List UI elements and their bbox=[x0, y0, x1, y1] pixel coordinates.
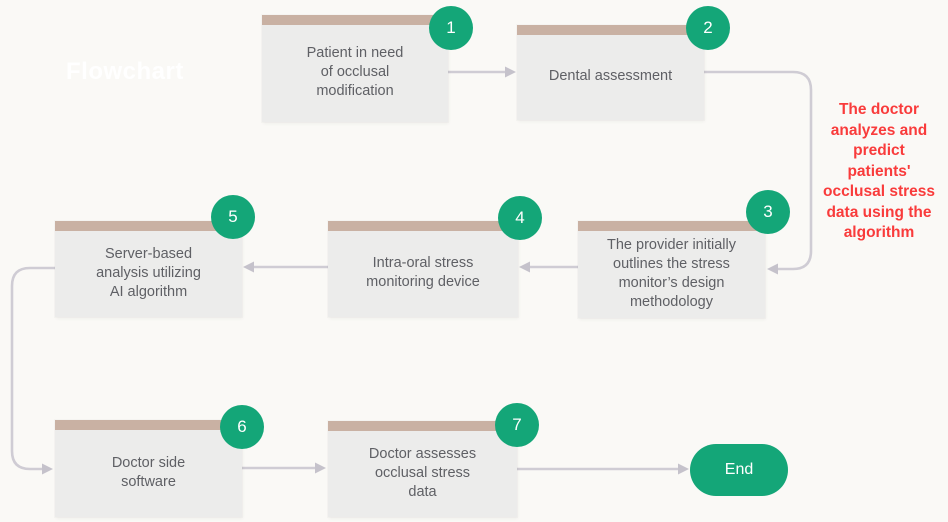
node-badge-5: 5 bbox=[211, 195, 255, 239]
flow-node-patient-in-need: Patient in need of occlusal modification bbox=[262, 15, 448, 122]
flow-node-doctor-software: Doctor side software bbox=[55, 420, 242, 517]
node-top-bar bbox=[578, 221, 765, 231]
flow-node-intraoral-device: Intra-oral stress monitoring device bbox=[328, 221, 518, 317]
connector-5-6 bbox=[10, 266, 57, 471]
node-label: Server-based analysis utilizing AI algor… bbox=[96, 245, 201, 300]
node-top-bar bbox=[517, 25, 704, 35]
node-top-bar bbox=[262, 15, 448, 25]
node-top-bar bbox=[328, 221, 518, 231]
node-badge-7: 7 bbox=[495, 403, 539, 447]
node-top-bar bbox=[55, 221, 242, 231]
node-badge-1: 1 bbox=[429, 6, 473, 50]
node-label: Dental assessment bbox=[548, 68, 673, 84]
node-badge-3: 3 bbox=[746, 190, 790, 234]
node-label: Intra-oral stress monitoring device bbox=[366, 255, 480, 290]
node-label: Doctor assesses occlusal stress data bbox=[368, 445, 477, 500]
node-label: Doctor side software bbox=[111, 454, 186, 490]
flow-node-design-methodology: The provider initially outlines the stre… bbox=[578, 221, 765, 318]
flow-node-server-analysis: Server-based analysis utilizing AI algor… bbox=[55, 221, 242, 317]
node-badge-2: 2 bbox=[686, 6, 730, 50]
arrowhead-3-4 bbox=[519, 261, 530, 273]
node-label: The provider initially outlines the stre… bbox=[607, 236, 736, 310]
arrowhead-7-end bbox=[678, 463, 689, 475]
connector-2-3 bbox=[702, 70, 813, 271]
arrowhead-1-2 bbox=[505, 66, 516, 78]
end-node: End bbox=[690, 444, 788, 496]
arrowhead-2-3 bbox=[767, 263, 778, 275]
arrowhead-4-5 bbox=[243, 261, 254, 273]
flow-node-dental-assessment: Dental assessment bbox=[517, 25, 704, 120]
annotation-text: The doctor analyzes and predict patients… bbox=[822, 101, 935, 241]
node-label: Patient in need of occlusal modification bbox=[306, 45, 404, 99]
node-top-bar bbox=[328, 421, 517, 431]
node-badge-4: 4 bbox=[498, 196, 542, 240]
flow-node-doctor-assesses: Doctor assesses occlusal stress data bbox=[328, 421, 517, 517]
arrowhead-5-6 bbox=[42, 463, 53, 475]
flowchart-watermark: Flowchart bbox=[66, 58, 184, 85]
node-top-bar bbox=[55, 420, 242, 430]
arrowhead-6-7 bbox=[315, 462, 326, 474]
node-badge-6: 6 bbox=[220, 405, 264, 449]
